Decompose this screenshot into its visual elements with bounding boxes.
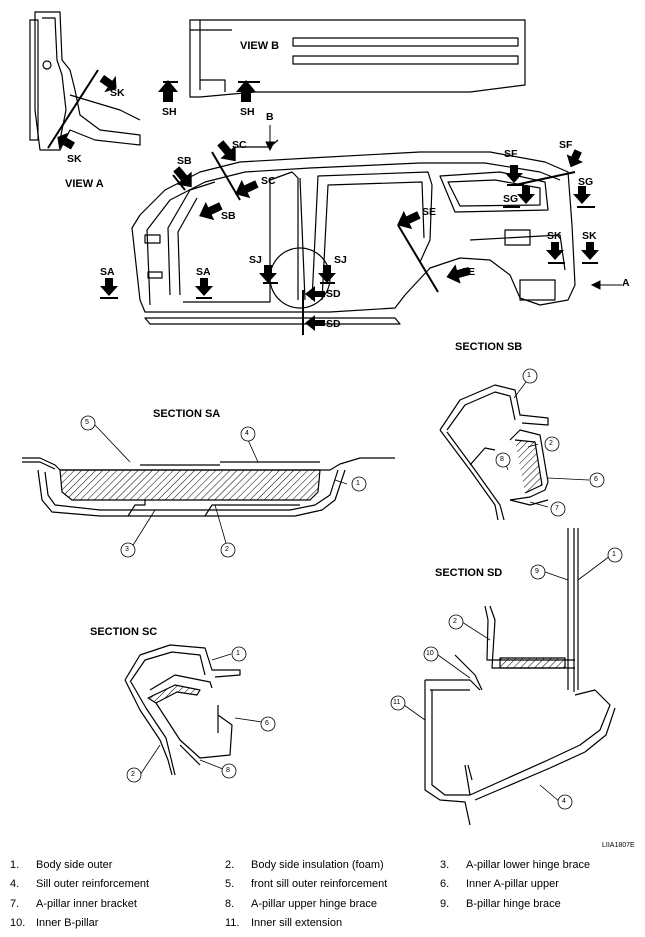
cut-label-sd: SD	[326, 288, 341, 300]
callout-8: 8	[226, 767, 230, 774]
view-b-marker: B	[266, 111, 274, 123]
callout-1: 1	[527, 372, 531, 379]
cut-label-sd: SD	[326, 318, 341, 330]
cut-label-se: SE	[422, 206, 437, 218]
callout-1: 1	[356, 480, 360, 487]
legend-item: 8.A-pillar upper hinge brace	[225, 898, 377, 910]
section-sd-title: SECTION SD	[435, 567, 503, 579]
parts-legend: 1.Body side outer 2.Body side insulation…	[0, 852, 645, 937]
cut-label-sb: SB	[177, 155, 192, 167]
callout-11: 11	[393, 699, 401, 706]
callout-circles	[80, 368, 623, 810]
cut-label-sg: SG	[503, 193, 519, 205]
technical-diagram	[22, 11, 623, 826]
callout-8: 8	[500, 456, 504, 463]
legend-item: 6.Inner A-pillar upper	[440, 878, 559, 890]
view-arrows	[57, 74, 599, 331]
cut-label-sj: SJ	[249, 254, 262, 266]
cut-label-sa: SA	[196, 266, 211, 278]
section-sb-drawing	[439, 384, 549, 521]
cut-label-sk: SK	[582, 230, 597, 242]
cut-label-sf: SF	[559, 139, 573, 151]
vehicle-body-side	[100, 139, 598, 335]
legend-item: 10.Inner B-pillar	[10, 917, 99, 929]
legend-item: 4.Sill outer reinforcement	[10, 878, 150, 890]
callout-1: 1	[236, 650, 240, 657]
callout-1: 1	[612, 551, 616, 558]
legend-item: 9.B-pillar hinge brace	[440, 898, 561, 910]
cut-label-sk: SK	[547, 230, 562, 242]
cut-label-sc: SC	[261, 175, 276, 187]
cut-label-sj: SJ	[334, 254, 347, 266]
leader-lines	[94, 381, 611, 803]
view-b-title: VIEW B	[240, 40, 280, 52]
section-sa-title: SECTION SA	[153, 408, 221, 420]
cut-label-sf: SF	[504, 148, 518, 160]
cut-label-sa: SA	[100, 266, 115, 278]
legend-item: 2.Body side insulation (foam)	[225, 859, 384, 871]
section-sc-drawing	[124, 644, 241, 776]
view-a-marker: A	[622, 277, 630, 289]
callout-4: 4	[245, 430, 249, 437]
callout-4: 4	[562, 798, 566, 805]
cut-label-sb: SB	[221, 210, 236, 222]
legend-item: 11.Inner sill extension	[225, 917, 343, 929]
cut-label-sc: SC	[232, 139, 247, 151]
view-a-drawing	[29, 11, 141, 151]
cut-label-sk: SK	[67, 153, 82, 165]
cut-label-sk: SK	[110, 87, 125, 99]
legend-item: 1.Body side outer	[10, 859, 113, 871]
section-sc-title: SECTION SC	[90, 626, 158, 638]
callout-2: 2	[549, 440, 553, 447]
section-sd-drawing	[424, 528, 616, 826]
view-a-title: VIEW A	[65, 178, 104, 190]
cut-label-sh: SH	[240, 106, 255, 118]
cut-label-sg: SG	[578, 176, 594, 188]
callout-6: 6	[594, 476, 598, 483]
legend-item: 3.A-pillar lower hinge brace	[440, 859, 591, 871]
callout-2: 2	[453, 618, 457, 625]
legend-item: 7.A-pillar inner bracket	[10, 898, 137, 910]
section-sb-title: SECTION SB	[455, 341, 523, 353]
legend-item: 5.front sill outer reinforcement	[225, 878, 388, 890]
callout-10: 10	[426, 650, 434, 657]
callout-5: 5	[85, 419, 89, 426]
callout-7: 7	[555, 505, 559, 512]
cut-label-sh: SH	[162, 106, 177, 118]
figure-code: LIIA1807E	[602, 842, 635, 849]
cut-label-se: SE	[461, 266, 476, 278]
callout-6: 6	[265, 720, 269, 727]
callout-9: 9	[535, 568, 539, 575]
callout-2: 2	[225, 546, 229, 553]
callout-2: 2	[131, 771, 135, 778]
view-b-drawing	[163, 19, 526, 98]
section-sa-drawing	[22, 457, 395, 517]
view-a-arrow	[265, 125, 622, 290]
callout-3: 3	[125, 546, 129, 553]
